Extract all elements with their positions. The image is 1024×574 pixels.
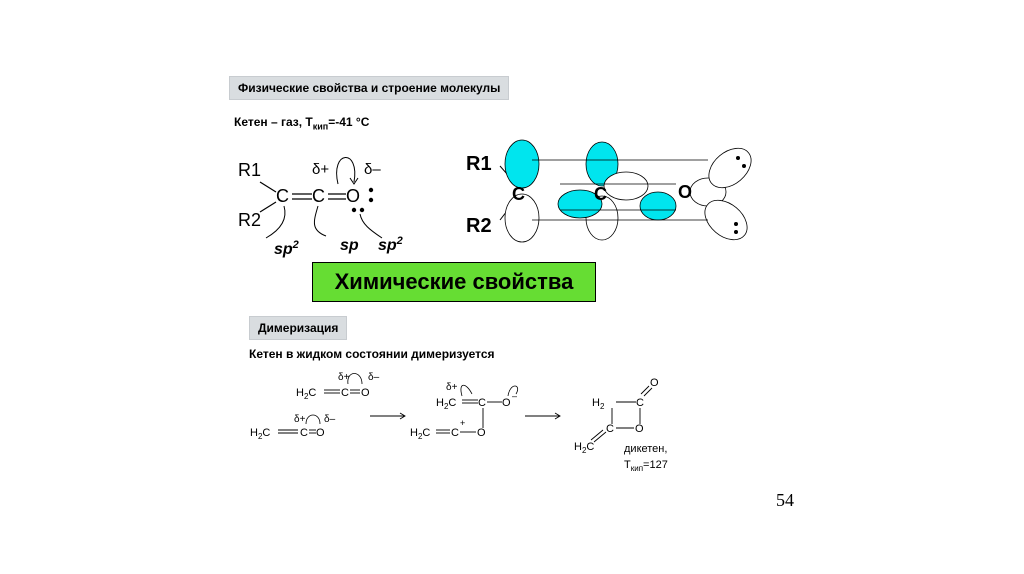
svg-text:O: O	[477, 427, 486, 439]
chemical-properties-banner: Химические свойства	[312, 262, 596, 302]
orbital-c1: C	[512, 184, 525, 204]
svg-text:H2C: H2C	[410, 427, 430, 441]
c1-label: C	[276, 186, 289, 206]
dimerization-sentence: Кетен в жидком состоянии димеризуется	[249, 347, 495, 361]
sp2-left: sp2	[274, 239, 299, 258]
r2-label: R2	[238, 210, 261, 230]
dimerization-scheme: H2C C O δ+ δ– H2C C O δ+ δ– H2C C O – δ+	[250, 372, 668, 473]
delta-minus: δ–	[364, 161, 381, 178]
c2-label: C	[312, 186, 325, 206]
r1-label: R1	[238, 160, 261, 180]
orbital-diagram: R1 R2 C C O	[466, 139, 752, 243]
svg-text:H2C: H2C	[250, 427, 270, 441]
sp2-right: sp2	[378, 235, 403, 254]
svg-text:C: C	[300, 427, 308, 439]
svg-text:O: O	[650, 377, 659, 389]
svg-text:H2: H2	[592, 397, 605, 411]
orbital-r2: R2	[466, 215, 492, 237]
sp-center: sp	[340, 237, 359, 254]
diketene-label: дикетен,	[624, 443, 667, 455]
page-number: 54	[776, 490, 794, 510]
svg-text:δ+: δ+	[294, 414, 306, 425]
svg-text:–: –	[512, 391, 517, 401]
svg-text:δ+: δ+	[338, 372, 350, 383]
svg-text:O: O	[635, 423, 644, 435]
orbital-r1: R1	[466, 153, 492, 175]
svg-text:H2C: H2C	[436, 397, 456, 411]
svg-text:C: C	[606, 423, 614, 435]
svg-text:O: O	[361, 387, 370, 399]
svg-text:C: C	[478, 397, 486, 409]
orbital-o: O	[678, 182, 692, 202]
section-title-physical: Физические свойства и строение молекулы	[229, 76, 510, 100]
section-title-dimerization: Димеризация	[249, 316, 348, 340]
diketene-boiling: Ткип=127	[624, 459, 668, 473]
svg-text:C: C	[341, 387, 349, 399]
delta-plus: δ+	[312, 161, 329, 178]
svg-text:δ+: δ+	[446, 382, 458, 393]
ketene-structure: R1 R2 C C O δ+ δ– sp2 sp sp2	[238, 157, 403, 258]
svg-text:H2C: H2C	[296, 387, 316, 401]
svg-text:δ–: δ–	[368, 372, 380, 383]
svg-text:O: O	[316, 427, 325, 439]
orbital-c2: C	[594, 184, 607, 204]
svg-text:C: C	[636, 397, 644, 409]
ketene-boiling-text: Кетен – газ, Ткип=-41 °C	[234, 115, 370, 132]
svg-text:H2C: H2C	[574, 441, 594, 455]
svg-text:C: C	[451, 427, 459, 439]
svg-text:δ–: δ–	[324, 414, 336, 425]
svg-text:+: +	[460, 418, 465, 428]
svg-text:O: O	[502, 397, 511, 409]
o-label: O	[346, 186, 360, 206]
